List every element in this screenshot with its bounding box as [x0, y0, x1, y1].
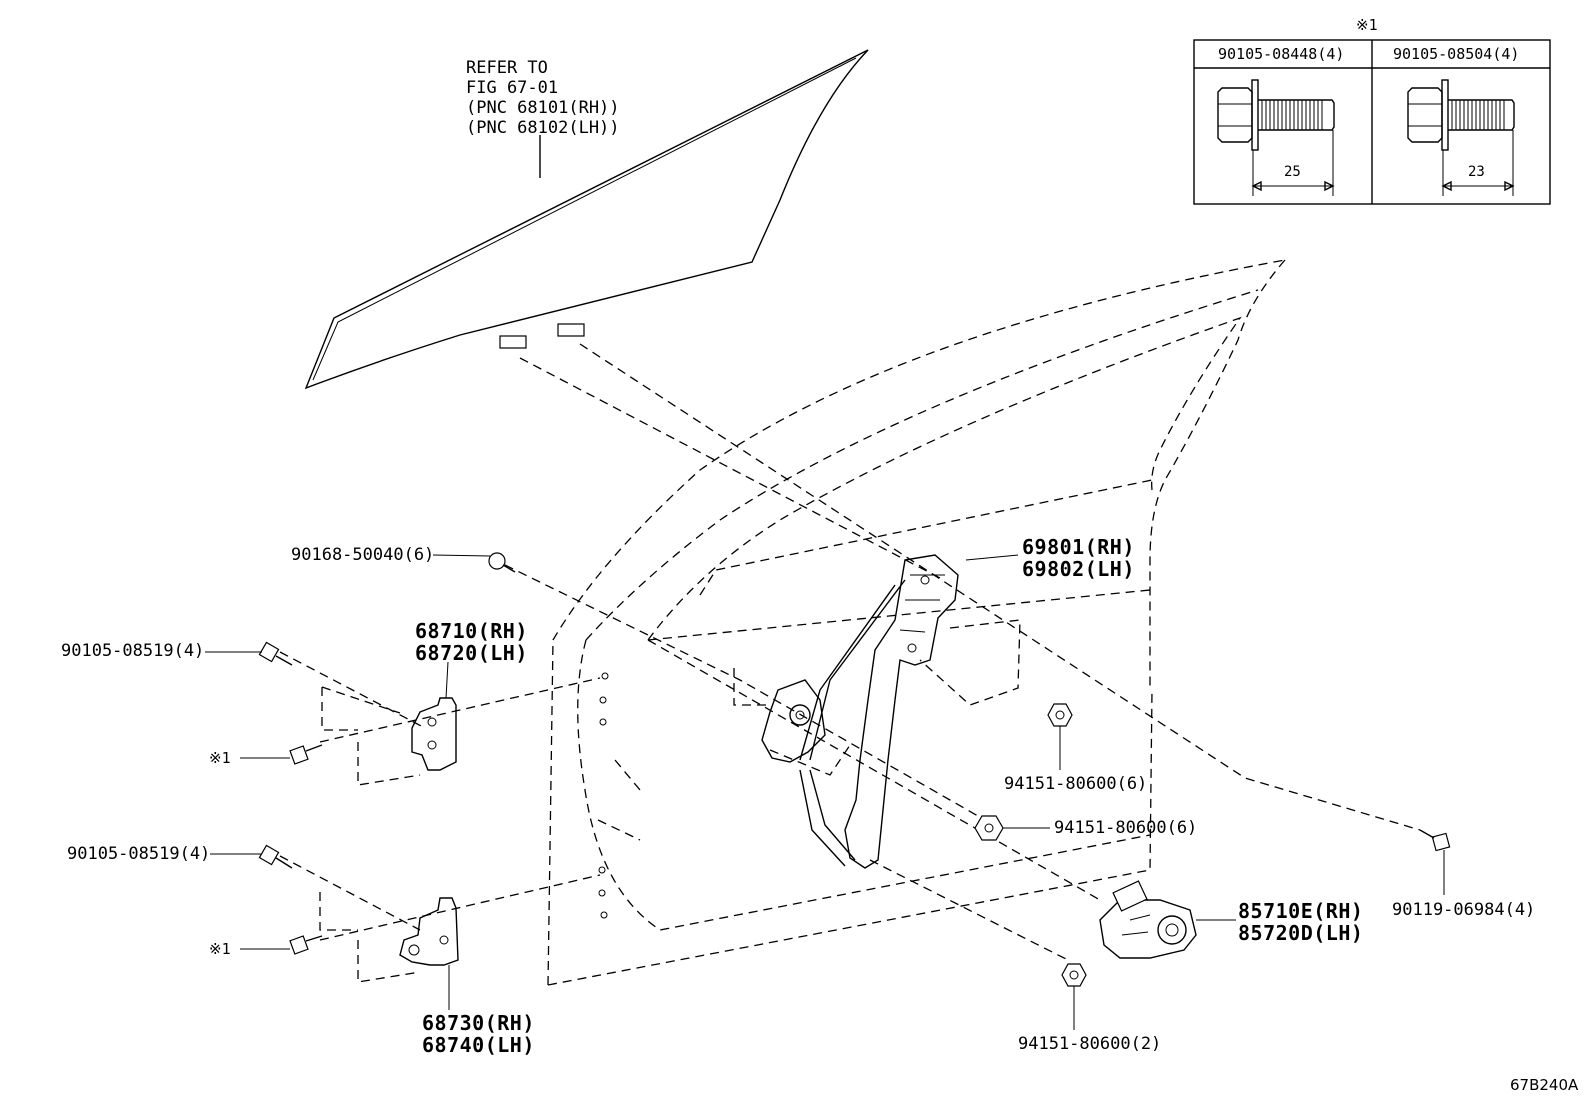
lower-hinge: [399, 897, 459, 966]
label-regulator-lh: 69802(LH): [1022, 557, 1135, 581]
nut-c: [1061, 963, 1087, 987]
bolt-right: [1419, 829, 1451, 852]
label-bolt-right: 90119-06984(4): [1392, 900, 1536, 920]
window-regulator: [761, 554, 959, 869]
refer-note: REFER TO FIG 67-01 (PNC 68101(RH)) (PNC …: [466, 58, 620, 138]
figure-id: 67B240A: [1510, 1076, 1579, 1094]
assembly-lines: [279, 343, 1421, 983]
label-bolt-top: 90168-50040(6): [291, 545, 435, 565]
label-regulator: 69801(RH) 69802(LH): [1022, 536, 1135, 580]
label-upper-hinge-rh: 68710(RH): [415, 619, 528, 643]
leader-lines: [205, 554, 1445, 1030]
door-frame-outline: [547, 259, 1286, 986]
bolt-upper-hinge-1: [258, 641, 293, 666]
bolt-table: [1193, 39, 1551, 205]
table-col1-part: 90105-08448(4): [1218, 45, 1345, 63]
table-marker: ※1: [1356, 16, 1378, 34]
bolt-lower-hinge-2: [289, 935, 323, 955]
nut-b: [974, 815, 1004, 841]
label-lower-hinge-rh: 68730(RH): [422, 1011, 535, 1035]
refer-note-line-1: REFER TO: [466, 58, 548, 78]
window-motor: [1099, 880, 1197, 959]
label-lower-hinge: 68730(RH) 68740(LH): [422, 1012, 535, 1056]
table-col2-length: 23: [1468, 164, 1485, 180]
label-marker-lower: ※1: [209, 940, 231, 958]
bolt-upper-hinge-2: [289, 744, 323, 765]
label-nut-b: 94151-80600(6): [1054, 818, 1198, 838]
label-motor-rh: 85710E(RH): [1238, 899, 1364, 923]
label-bolt-lower-hinge: 90105-08519(4): [67, 844, 211, 864]
label-motor-lh: 85720D(LH): [1238, 921, 1364, 945]
window-glass: [304, 49, 869, 390]
refer-note-line-3: (PNC 68101(RH)): [466, 98, 620, 118]
nut-a: [1047, 703, 1073, 727]
label-upper-hinge: 68710(RH) 68720(LH): [415, 620, 528, 664]
label-regulator-rh: 69801(RH): [1022, 535, 1135, 559]
label-nut-a: 94151-80600(6): [1004, 774, 1148, 794]
label-bolt-upper-hinge: 90105-08519(4): [61, 641, 205, 661]
label-nut-c: 94151-80600(2): [1018, 1034, 1162, 1054]
refer-note-line-2: FIG 67-01: [466, 78, 559, 98]
bolt-lower-hinge-1: [258, 844, 293, 869]
label-motor: 85710E(RH) 85720D(LH): [1238, 900, 1363, 944]
label-lower-hinge-lh: 68740(LH): [422, 1033, 535, 1057]
bolt-top: [488, 552, 516, 573]
label-marker-upper: ※1: [209, 749, 231, 767]
upper-hinge: [411, 697, 457, 771]
table-col1-length: 25: [1284, 164, 1301, 180]
refer-note-line-4: (PNC 68102(LH)): [466, 118, 620, 138]
label-upper-hinge-lh: 68720(LH): [415, 641, 528, 665]
table-col2-part: 90105-08504(4): [1393, 45, 1520, 63]
